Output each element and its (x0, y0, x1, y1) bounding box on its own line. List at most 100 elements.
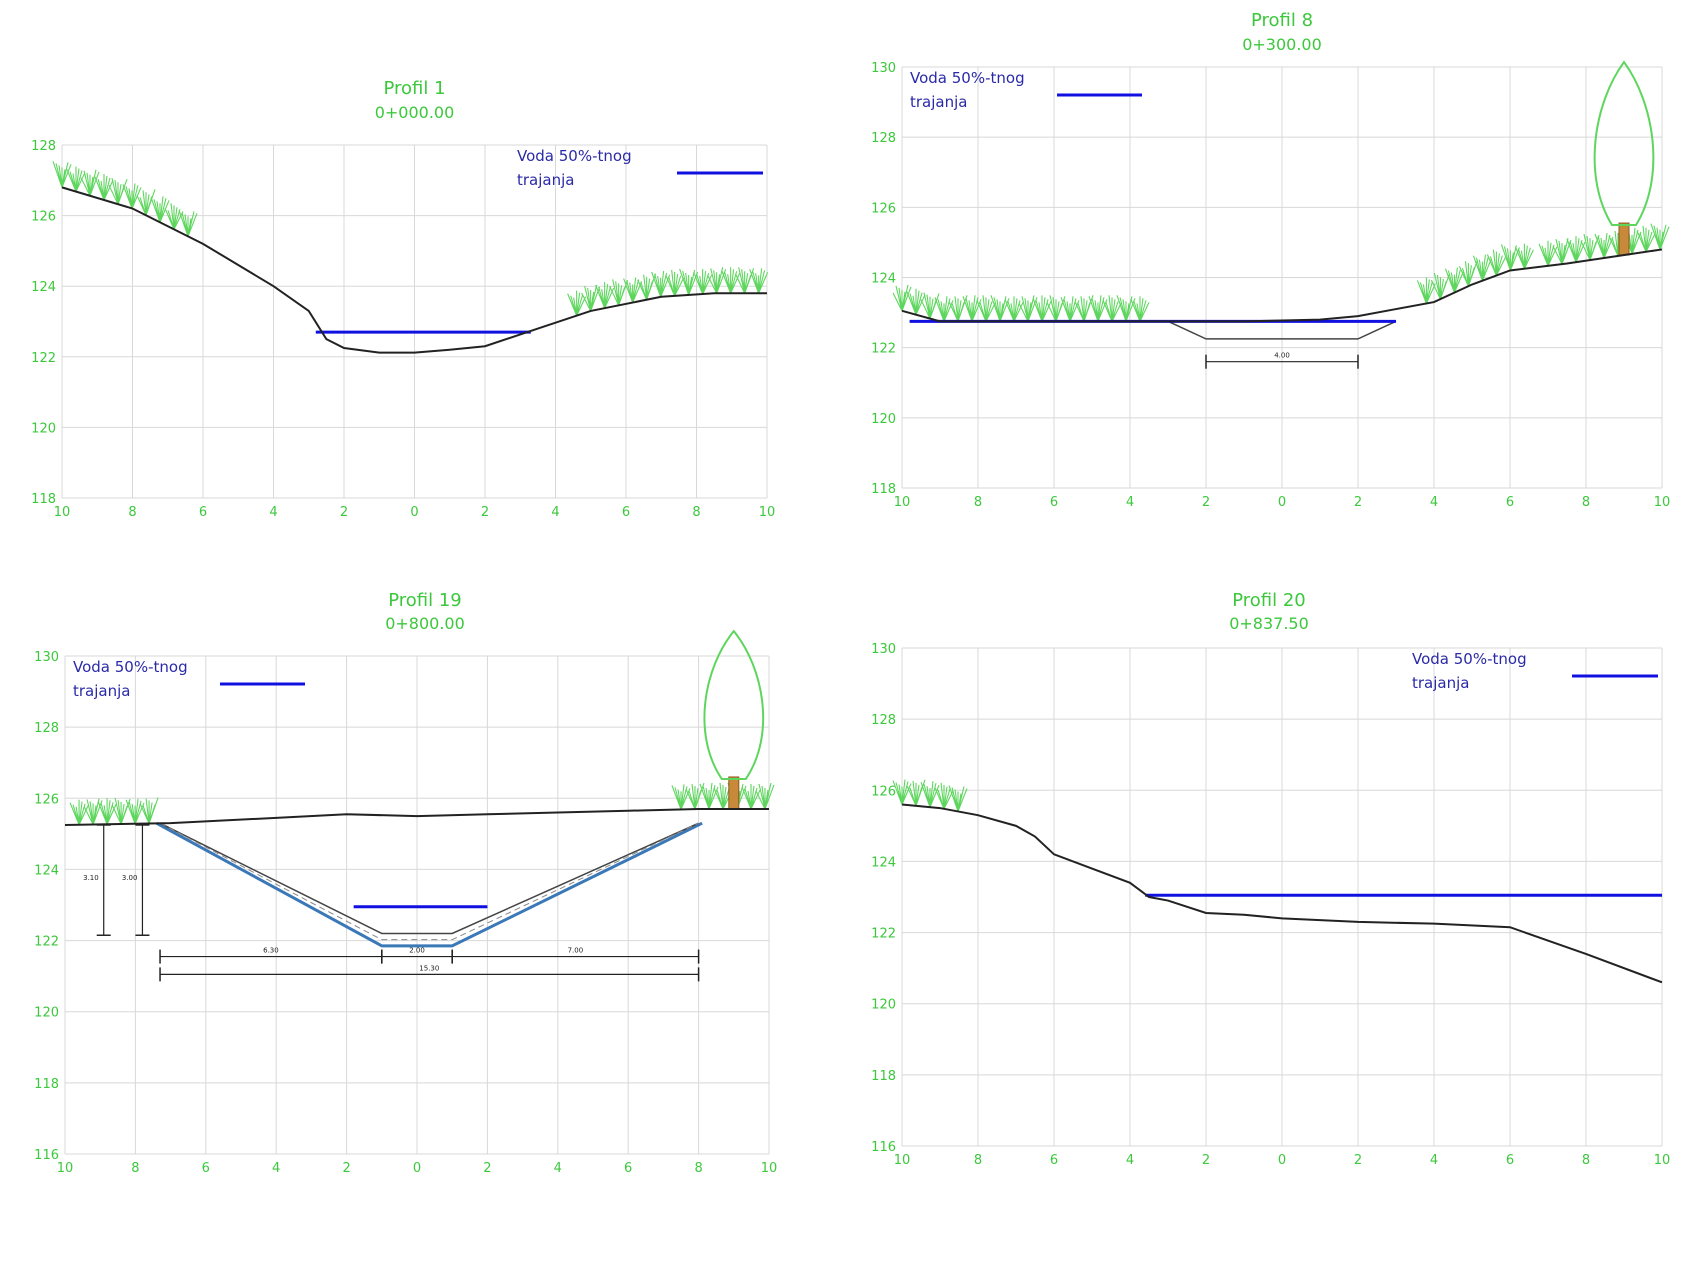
terrain-line (901, 803, 1663, 984)
x-tick-label: 6 (1050, 1153, 1058, 1168)
x-tick-label: 4 (272, 1161, 280, 1176)
x-tick-label: 2 (340, 505, 348, 520)
grass-tuft (1514, 243, 1534, 269)
y-tick-label: 124 (34, 863, 59, 878)
x-tick-label: 8 (974, 1153, 982, 1168)
profile-station: 0+000.00 (375, 103, 455, 122)
grass-tuft (83, 798, 103, 825)
x-tick-label: 10 (761, 1161, 778, 1176)
x-tick-label: 2 (483, 1161, 491, 1176)
grass-tuft (1580, 233, 1600, 261)
legend-label: Voda 50%-tnog (1412, 650, 1527, 668)
y-tick-label: 116 (871, 1140, 896, 1155)
profile-title: Profil 8 (1251, 10, 1313, 31)
x-tick-label: 8 (1582, 495, 1590, 510)
grass-tuft (164, 203, 184, 230)
vegetation (52, 161, 769, 316)
x-tick-label: 8 (131, 1161, 139, 1176)
dimension-label: 15.30 (419, 964, 439, 972)
grass-tuft (948, 295, 968, 322)
y-tick-label: 122 (34, 935, 59, 950)
x-tick-label: 0 (1278, 495, 1286, 510)
grass-tuft (623, 277, 643, 303)
grass-tuft (1566, 236, 1586, 263)
y-tick-label: 124 (871, 272, 896, 287)
dimension-label: 6.30 (263, 947, 279, 955)
grass-tuft (150, 196, 170, 223)
grass-tuft (1032, 295, 1052, 322)
y-tick-label: 116 (34, 1148, 59, 1163)
tree-icon (1593, 60, 1655, 256)
vegetation (892, 779, 968, 812)
grass-tuft (679, 268, 699, 296)
grass-tuft (1018, 295, 1038, 322)
y-tick-label: 118 (31, 492, 56, 507)
x-tick-label: 6 (624, 1161, 632, 1176)
grass-tuft (1472, 254, 1492, 281)
x-tick-label: 4 (551, 505, 559, 520)
y-tick-label: 118 (34, 1077, 59, 1092)
x-tick-label: 4 (1430, 495, 1438, 510)
x-tick-label: 6 (199, 505, 207, 520)
dimension-line: 15.30 (159, 964, 700, 982)
grass-tuft (108, 178, 128, 205)
grid (901, 66, 1663, 489)
grass-tuft (1004, 296, 1024, 322)
x-tick-label: 0 (410, 505, 418, 520)
y-tick-label: 128 (871, 713, 896, 728)
grass-tuft (920, 292, 940, 319)
grass-tuft (1102, 295, 1122, 322)
y-tick-label: 128 (34, 721, 59, 736)
terrain-line (61, 186, 767, 354)
vegetation (69, 782, 775, 825)
grass-tuft (685, 782, 705, 810)
grass-tuft (713, 782, 733, 810)
grass-tuft (721, 267, 741, 294)
grass-tuft (122, 183, 142, 209)
grass-tuft (1430, 272, 1450, 300)
grass-tuft (52, 161, 72, 188)
x-tick-label: 10 (759, 505, 776, 520)
grass-tuft (1046, 295, 1066, 322)
profile-station: 0+837.50 (1229, 614, 1309, 633)
x-tick-label: 10 (894, 495, 911, 510)
y-tick-label: 126 (871, 201, 896, 216)
grass-tuft (97, 798, 117, 825)
legend-label: trajanja (1412, 674, 1469, 692)
y-tick-label: 130 (871, 61, 896, 76)
dimension-line: 4.00 (1205, 352, 1359, 369)
grass-tuft (1444, 267, 1464, 293)
profile-title: Profil 19 (388, 590, 462, 611)
grass-tuft (80, 169, 100, 197)
grass-tuft (139, 797, 159, 824)
grass-tuft (892, 284, 912, 312)
x-tick-label: 6 (622, 505, 630, 520)
grass-tuft (665, 269, 685, 297)
grass-tuft (906, 779, 926, 807)
y-tick-label: 122 (871, 927, 896, 942)
grass-tuft (178, 210, 198, 237)
grass-tuft (136, 189, 156, 216)
dimension-line: 7.00 (451, 947, 700, 964)
tree-trunk (728, 776, 740, 810)
profile-title: Profil 1 (383, 78, 445, 99)
dimension-line: 6.30 (159, 947, 383, 964)
grass-tuft (111, 797, 131, 825)
x-tick-label: 4 (1126, 495, 1134, 510)
x-tick-label: 2 (481, 505, 489, 520)
legend-label: trajanja (517, 171, 574, 189)
tree-icon (703, 629, 765, 810)
grass-tuft (1416, 277, 1436, 304)
grass-tuft (1594, 232, 1614, 259)
grass-tuft (1088, 295, 1108, 322)
channel-lining-inner (159, 822, 699, 935)
y-tick-label: 130 (871, 642, 896, 657)
vertical-dimension-label: 3.00 (122, 874, 138, 882)
